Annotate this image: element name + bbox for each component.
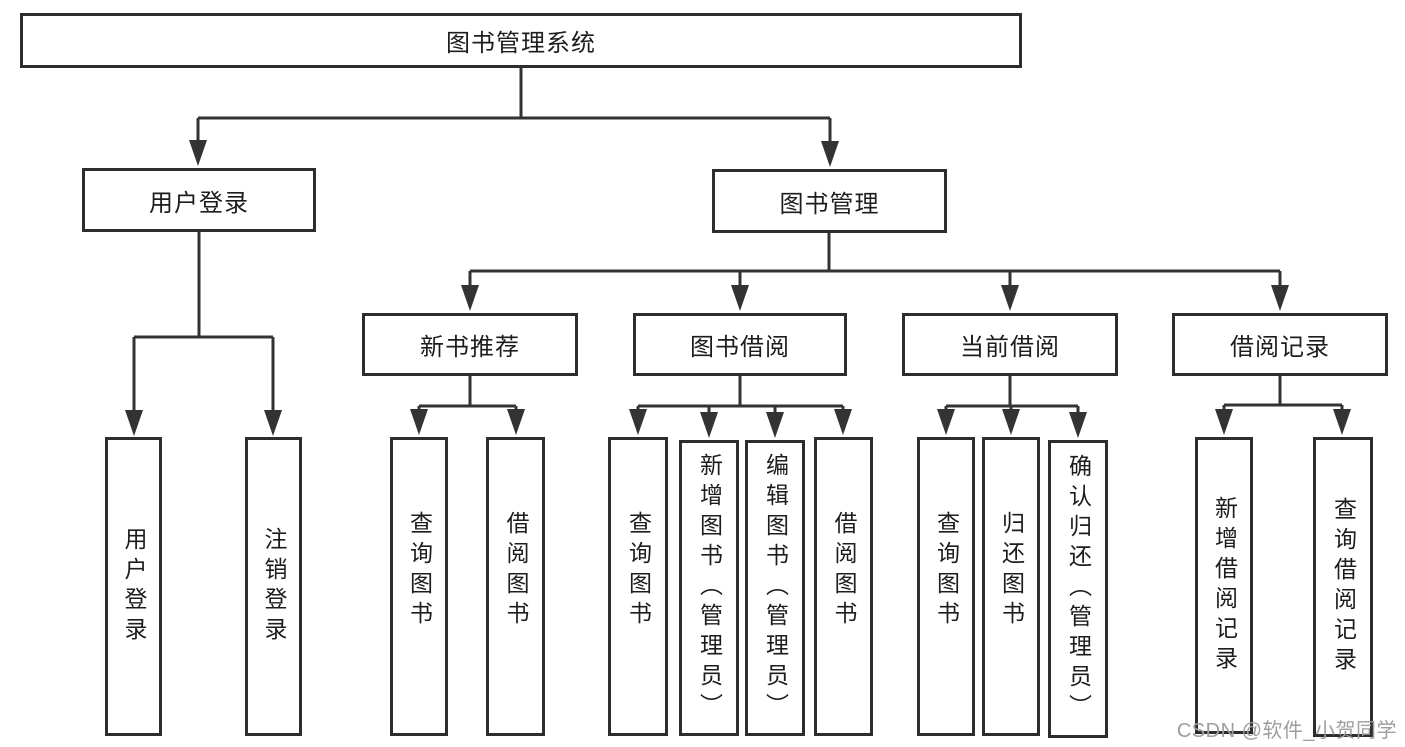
leaf-cb-return-books-label: 归还图书 <box>998 510 1025 631</box>
leaf-cb-query-books-label: 查询图书 <box>933 510 960 631</box>
leaf-rec-add-record-label: 新增借阅记录 <box>1211 495 1238 676</box>
leaf-logout: 注销登录 <box>245 437 302 736</box>
leaf-bb-edit-books-admin: 编辑图书（管理员） <box>745 440 805 736</box>
leaf-logout-label: 注销登录 <box>261 526 287 647</box>
node-new-book-recommend: 新书推荐 <box>362 313 578 376</box>
leaf-rec-query-record: 查询借阅记录 <box>1313 437 1373 737</box>
leaf-cb-confirm-return-admin: 确认归还（管理员） <box>1048 440 1108 738</box>
node-borrowing-records-label: 借阅记录 <box>1230 334 1330 361</box>
leaf-nb-query-books-label: 查询图书 <box>406 510 433 631</box>
node-user-login: 用户登录 <box>82 168 316 232</box>
leaf-cb-query-books: 查询图书 <box>917 437 975 736</box>
node-root-system-label: 图书管理系统 <box>446 30 596 57</box>
leaf-nb-borrow-books-label: 借阅图书 <box>503 510 529 631</box>
node-root-system: 图书管理系统 <box>20 13 1022 68</box>
leaf-bb-query-books-label: 查询图书 <box>625 510 652 631</box>
leaf-bb-borrow-books-label: 借阅图书 <box>831 510 857 631</box>
leaf-nb-borrow-books: 借阅图书 <box>486 437 545 736</box>
node-new-book-recommend-label: 新书推荐 <box>420 334 520 361</box>
node-book-management-label: 图书管理 <box>779 190 880 218</box>
leaf-rec-add-record: 新增借阅记录 <box>1195 437 1253 734</box>
leaf-user-login: 用户登录 <box>105 437 162 736</box>
leaf-user-login-label: 用户登录 <box>121 526 147 647</box>
leaf-bb-borrow-books: 借阅图书 <box>814 437 873 736</box>
node-borrowing-records: 借阅记录 <box>1172 313 1388 376</box>
node-book-borrowing-label: 图书借阅 <box>690 334 790 361</box>
leaf-bb-query-books: 查询图书 <box>608 437 668 736</box>
leaf-bb-add-books-admin: 新增图书（管理员） <box>679 440 739 736</box>
node-book-borrowing: 图书借阅 <box>633 313 847 376</box>
node-current-borrowing: 当前借阅 <box>902 313 1118 376</box>
leaf-nb-query-books: 查询图书 <box>390 437 448 736</box>
leaf-bb-add-books-admin-label: 新增图书（管理员） <box>696 453 723 723</box>
node-current-borrowing-label: 当前借阅 <box>960 334 1060 361</box>
leaf-cb-confirm-return-admin-label: 确认归还（管理员） <box>1065 454 1092 724</box>
leaf-bb-edit-books-admin-label: 编辑图书（管理员） <box>762 453 789 723</box>
leaf-cb-return-books: 归还图书 <box>982 437 1040 736</box>
leaf-rec-query-record-label: 查询借阅记录 <box>1330 497 1357 677</box>
node-book-management: 图书管理 <box>712 169 947 233</box>
csdn-watermark: CSDN @软件_小贺同学 <box>1176 720 1397 742</box>
arrowheads <box>125 140 1351 438</box>
node-user-login-label: 用户登录 <box>149 189 249 217</box>
